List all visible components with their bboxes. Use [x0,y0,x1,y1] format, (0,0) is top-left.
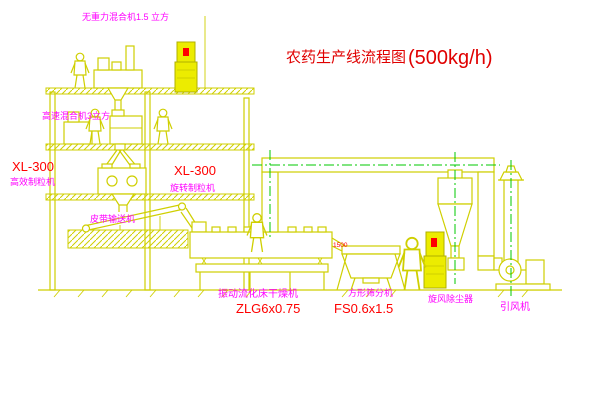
duct-elbow [477,255,495,271]
label-dim-1500: 1500 [333,242,348,249]
fan-motor [525,259,545,285]
granulator-left [103,109,143,169]
downcomer-duct [477,171,495,257]
dryer-inlet [191,221,207,233]
label-mid-mixer: 高速混合机3立方 [42,110,110,121]
granulator-inlet [111,109,125,117]
label-belt-conveyor: 皮带输送机 [90,213,135,224]
label-granulator-mid-model: XL-300 [174,163,216,178]
label-fan: 引风机 [500,300,530,313]
fan-base [495,283,551,291]
label-granulator-mid-name: 旋转制粒机 [170,182,215,193]
person-figure [153,108,173,145]
floor-slab-top [45,87,255,95]
sieve-outlet [362,277,380,284]
exhaust-stack [498,165,524,262]
induced-draft-fan [495,258,551,291]
belt-conveyor [81,202,197,233]
centerlines [252,150,512,296]
conveyor-tail-pulley [81,224,91,233]
sieve-body [341,253,401,279]
indicator-light [183,48,189,56]
person-figure [70,52,90,89]
dryer-base-frame [195,263,329,273]
conveyor-head-pulley [177,202,187,211]
square-sieve [336,245,406,291]
mixer-discharge-cone [106,87,130,101]
sieve-flange [341,245,401,255]
control-cabinet-top [174,41,198,93]
conveyor-foundation [67,229,189,249]
label-dryer-name: 振动流化床干燥机 [218,287,298,300]
diagram-title: 农药生产线流程图 [286,49,406,66]
label-dryer-model: ZLG6x0.75 [236,301,300,316]
label-cyclone: 旋风除尘器 [428,293,473,304]
building-frame [38,16,562,298]
label-top-mixer: 无重力混合机1.5 立方 [82,11,169,22]
diagram-labels: 农药生产线流程图 (500kg/h) 无重力混合机1.5 立方 高速混合机3立方… [10,11,530,316]
label-sieve-model: FS0.6x1.5 [334,301,393,316]
control-cabinet-right [423,231,447,289]
rotary-valve [447,257,465,271]
label-granulator-left-model: XL-300 [12,159,54,174]
mixer-motor [97,57,110,71]
conveyor-discharge-chute [185,207,197,225]
mixer-motor [67,111,80,123]
floor-slab-3 [45,193,255,201]
floor-slab-2 [45,143,255,151]
granulator-discharge [110,193,136,206]
fan-scroll [498,258,522,282]
building-column [49,91,56,291]
ground-hatch [53,289,529,298]
label-sieve-name: 方形筛分机 [348,287,393,298]
indicator-light [431,238,437,247]
label-granulator-left-name: 高效制粒机 [10,176,55,187]
gravity-free-mixer [93,45,143,110]
stack-cap [499,171,523,181]
mixer-feed-stub [125,45,135,71]
granulator-mid [97,163,147,212]
diagram-title-capacity: (500kg/h) [408,47,493,69]
